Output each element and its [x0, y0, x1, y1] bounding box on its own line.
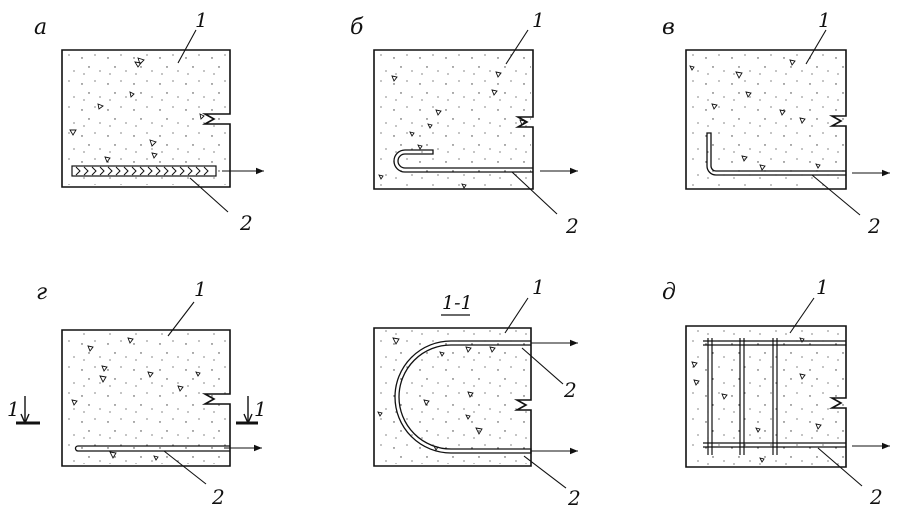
bar-ref: 2	[239, 211, 253, 235]
aggregate-triangles	[689, 59, 821, 171]
aggregate-triangles	[71, 337, 201, 461]
concrete-ref: 1	[532, 275, 545, 299]
rebar-transverse	[772, 338, 778, 455]
panel-label: а	[34, 15, 47, 40]
rebar-hook	[393, 149, 533, 173]
rebar-transverse	[707, 338, 713, 455]
rebar-right-angle-hook	[706, 132, 846, 176]
rebar-longitudinal-bottom	[703, 442, 846, 448]
rebar-transverse	[739, 338, 745, 455]
leader-line	[189, 177, 229, 213]
leader-line	[505, 29, 529, 65]
section-cut-icon: 1	[236, 396, 267, 425]
leader-line	[511, 171, 558, 215]
leader-line	[163, 450, 207, 485]
leader-line	[167, 301, 195, 337]
concrete-texture	[688, 328, 844, 465]
section-mark-left: 1	[7, 397, 20, 421]
rebar-u-loop	[394, 340, 532, 454]
panel-label: г	[36, 280, 47, 305]
rebar-plain	[74, 445, 230, 452]
rebar-longitudinal-top	[703, 340, 846, 346]
welded-mesh	[703, 338, 846, 455]
panel-label: в	[662, 15, 675, 40]
bar-ref-bottom: 2	[567, 486, 581, 510]
leader-line	[504, 297, 529, 334]
bar-ref: 2	[211, 485, 225, 509]
leader-line	[521, 347, 564, 385]
panel-section-1-1: 1-1 1 2 2	[373, 275, 581, 510]
section-cut-icon: 1	[7, 396, 40, 425]
leader-line	[805, 29, 827, 65]
leader-line	[177, 29, 197, 64]
section-mark-right: 1	[254, 397, 267, 421]
aggregate-triangles	[378, 71, 526, 189]
concrete-ref: 1	[195, 8, 208, 32]
concrete-texture	[376, 330, 529, 464]
panel-v: в 1 2	[662, 8, 890, 238]
panel-label: д	[662, 280, 676, 305]
concrete-texture	[64, 332, 228, 464]
aggregate-triangles	[691, 337, 822, 463]
leader-line	[523, 455, 567, 489]
section-title: 1-1	[442, 292, 473, 314]
concrete-texture	[64, 52, 228, 185]
aggregate-triangles	[377, 337, 496, 451]
bar-ref: 2	[869, 485, 883, 509]
panel-a: а 1 2	[34, 8, 264, 235]
panel-label: б	[350, 15, 364, 40]
leader-line	[811, 174, 861, 216]
concrete-texture	[376, 52, 531, 187]
concrete-ref: 1	[532, 8, 545, 32]
concrete-ref: 1	[816, 275, 829, 299]
concrete-ref: 1	[194, 277, 207, 301]
leader-line	[789, 297, 815, 334]
panel-g: г 1 2 1 1	[7, 277, 267, 509]
concrete-ref: 1	[818, 8, 831, 32]
aggregate-triangles	[69, 57, 205, 163]
panel-b: б 1 2	[350, 8, 579, 238]
bar-ref: 2	[867, 214, 881, 238]
panel-d: д 1 2	[662, 275, 890, 509]
leader-line	[817, 447, 863, 487]
rebar-ribs	[75, 166, 209, 176]
bar-ref-top: 2	[563, 378, 577, 402]
bar-ref: 2	[565, 214, 579, 238]
